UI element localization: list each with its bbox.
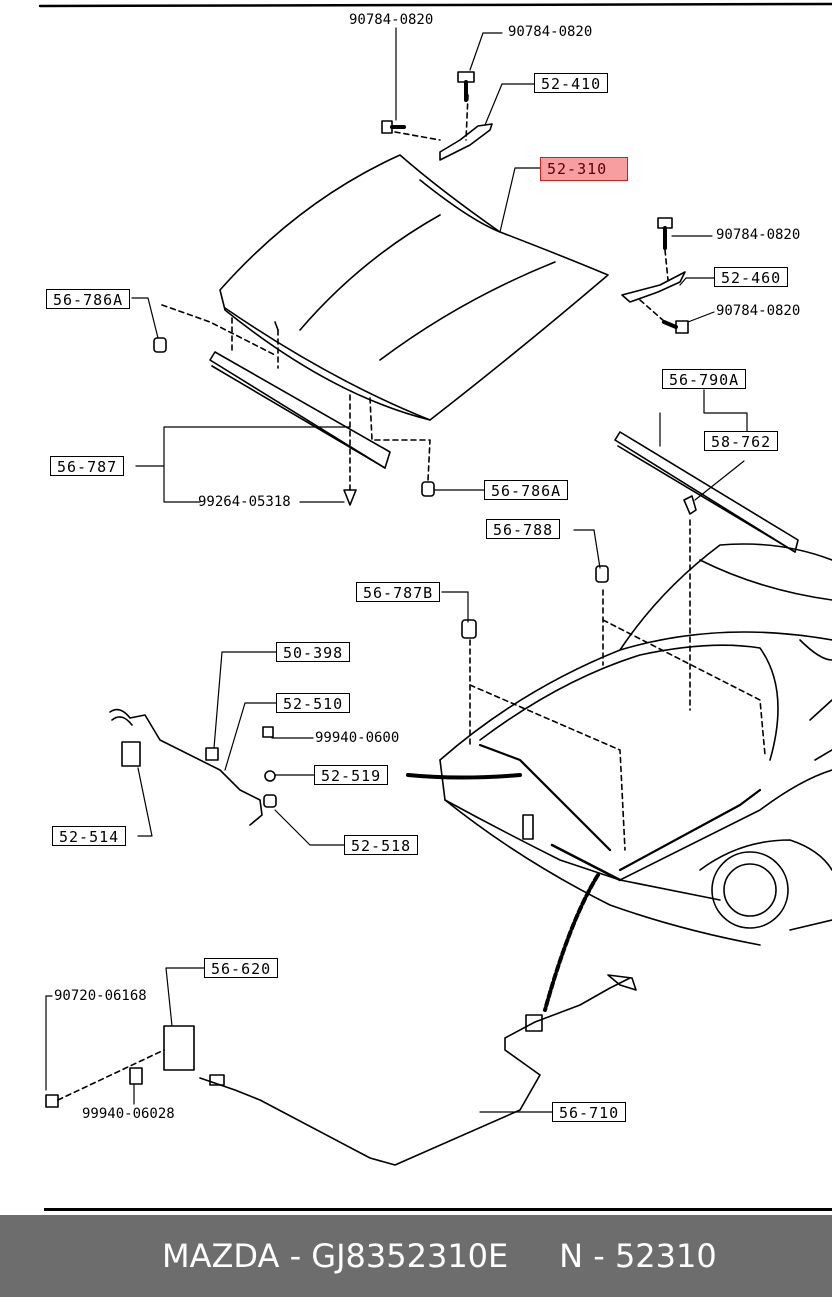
code-90784-0820-right-lower: 90784-0820 [716,303,801,319]
parts-diagram: 52-410 52-310 52-460 56-786A 56-787 56-7… [38,2,832,1166]
stoppers-drawing [153,304,435,497]
label-52-514[interactable]: 52-514 [52,826,127,846]
label-56-786A-left[interactable]: 56-786A [46,289,131,309]
label-52-519[interactable]: 52-519 [314,765,389,785]
label-52-518[interactable]: 52-518 [344,835,419,855]
label-56-710[interactable]: 56-710 [552,1102,627,1122]
label-56-787[interactable]: 56-787 [50,456,125,476]
label-52-410[interactable]: 52-410 [534,73,609,93]
code-90784-0820-hinge: 90784-0820 [508,24,593,40]
code-99264-05318: 99264-05318 [198,494,291,510]
vehicle-front-drawing [406,519,832,1012]
code-99940-0600: 99940-0600 [315,730,400,746]
label-56-787B[interactable]: 56-787B [356,582,441,602]
code-90784-0820-right-upper: 90784-0820 [716,227,801,243]
label-52-510[interactable]: 52-510 [276,693,351,713]
left-hinge-drawing [381,71,493,161]
label-56-786A-right[interactable]: 56-786A [484,480,569,500]
front-seal-drawing [209,317,391,506]
support-rod-drawing [109,708,277,826]
part-number-caption: MAZDA - GJ8352310E N - 52310 [162,1237,717,1275]
label-56-790A[interactable]: 56-790A [662,369,747,389]
hood-panel-drawing [219,154,609,421]
label-52-460[interactable]: 52-460 [714,267,789,287]
leader-lines [45,27,748,1113]
label-56-620[interactable]: 56-620 [204,958,279,978]
part-info-footer: MAZDA - GJ8352310E N - 52310 [0,1215,832,1297]
code-90784-0820-top: 90784-0820 [349,12,434,28]
release-cable-drawing [45,974,637,1166]
label-50-398[interactable]: 50-398 [276,642,351,662]
hood-parts-drawing [38,2,832,1166]
code-99940-06028: 99940-06028 [82,1106,175,1122]
rear-seal-drawing [614,431,799,553]
label-56-788[interactable]: 56-788 [486,519,561,539]
label-58-762[interactable]: 58-762 [704,431,779,451]
label-52-310-highlighted[interactable]: 52-310 [540,157,628,181]
code-90720-06168: 90720-06168 [54,988,147,1004]
right-hinge-drawing [621,217,689,334]
diagram-bottom-border [44,1208,832,1211]
